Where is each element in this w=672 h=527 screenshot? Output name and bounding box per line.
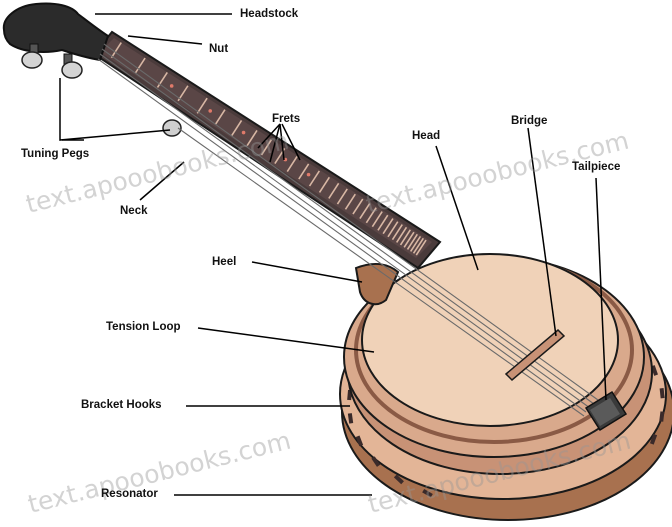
fret [409,235,422,252]
fret [412,237,425,254]
bridge [504,328,566,382]
heel [354,262,400,306]
bracket-slot [347,413,354,424]
fret [406,233,418,250]
tailpiece [584,390,628,432]
fret [403,231,415,248]
fret [399,229,412,246]
fret [231,120,243,137]
fret [387,221,399,238]
fret [308,170,321,187]
fret [415,239,427,256]
label-bridge: Bridge [511,115,548,127]
fret [286,156,298,173]
fret [214,109,226,126]
fret [134,57,146,74]
fret [298,163,310,180]
fret-marker [241,130,246,135]
label-bracket-hooks: Bracket Hooks [81,399,162,411]
fret [371,211,383,228]
fret [391,224,403,241]
fret [328,182,340,199]
headstock [2,2,110,62]
fret [395,226,408,243]
label-resonator: Resonator [101,488,158,500]
fret [110,42,122,59]
fret [352,198,364,215]
label-frets: Frets [272,113,301,125]
fret [359,203,371,220]
label-neck: Neck [120,205,148,217]
bracket-slot [659,388,665,399]
fret-marker [169,84,174,88]
label-tailpiece: Tailpiece [572,161,621,173]
bracket-slot [659,411,665,422]
bracket-slot [393,474,404,485]
fret [344,193,356,210]
bracket-slot [422,488,433,498]
fret [246,130,258,147]
label-nut: Nut [209,43,229,55]
label-headstock: Headstock [240,8,299,20]
fret [196,97,208,114]
label-head: Head [412,130,441,142]
frets [110,42,427,256]
head-skin [361,253,619,427]
fret [336,188,348,205]
tuning-pegs [21,43,182,137]
fret-marker [208,109,213,113]
label-heel: Heel [212,256,237,268]
neck [92,30,442,270]
leader-lines [59,13,607,496]
fret [382,218,394,235]
fret [156,71,168,88]
fret [260,139,272,156]
fret [318,176,331,193]
label-tuning-pegs: Tuning Pegs [21,148,90,160]
bracket-slot [355,435,364,447]
fret-marker [306,172,311,177]
label-tension-loop: Tension Loop [106,321,181,333]
bracket-slot [371,456,381,467]
bracket-slot [649,433,658,445]
fret [377,214,389,231]
fret [365,207,377,224]
strings [97,43,599,417]
